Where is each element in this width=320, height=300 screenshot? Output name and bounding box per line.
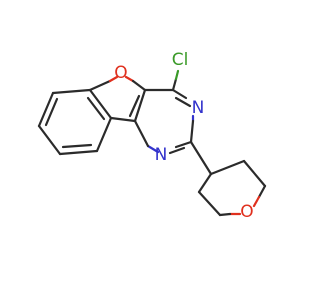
furan-oxygen-label: O [114,63,127,83]
pyrimidine-ring [133,88,195,155]
ring-link-bond [189,140,213,176]
benzene-ring [37,88,113,156]
molecule-structure-diagram: Cl O N N O [37,50,267,222]
oxane-ring [197,159,267,217]
chlorine-atom-label: Cl [172,50,189,70]
pyrimidine-n3-label: N [192,98,205,118]
furan-ring [88,75,147,123]
chloro-substituent [171,69,180,92]
oxane-oxygen-label: O [240,202,253,222]
pyrimidine-n1-label: N [155,145,168,165]
